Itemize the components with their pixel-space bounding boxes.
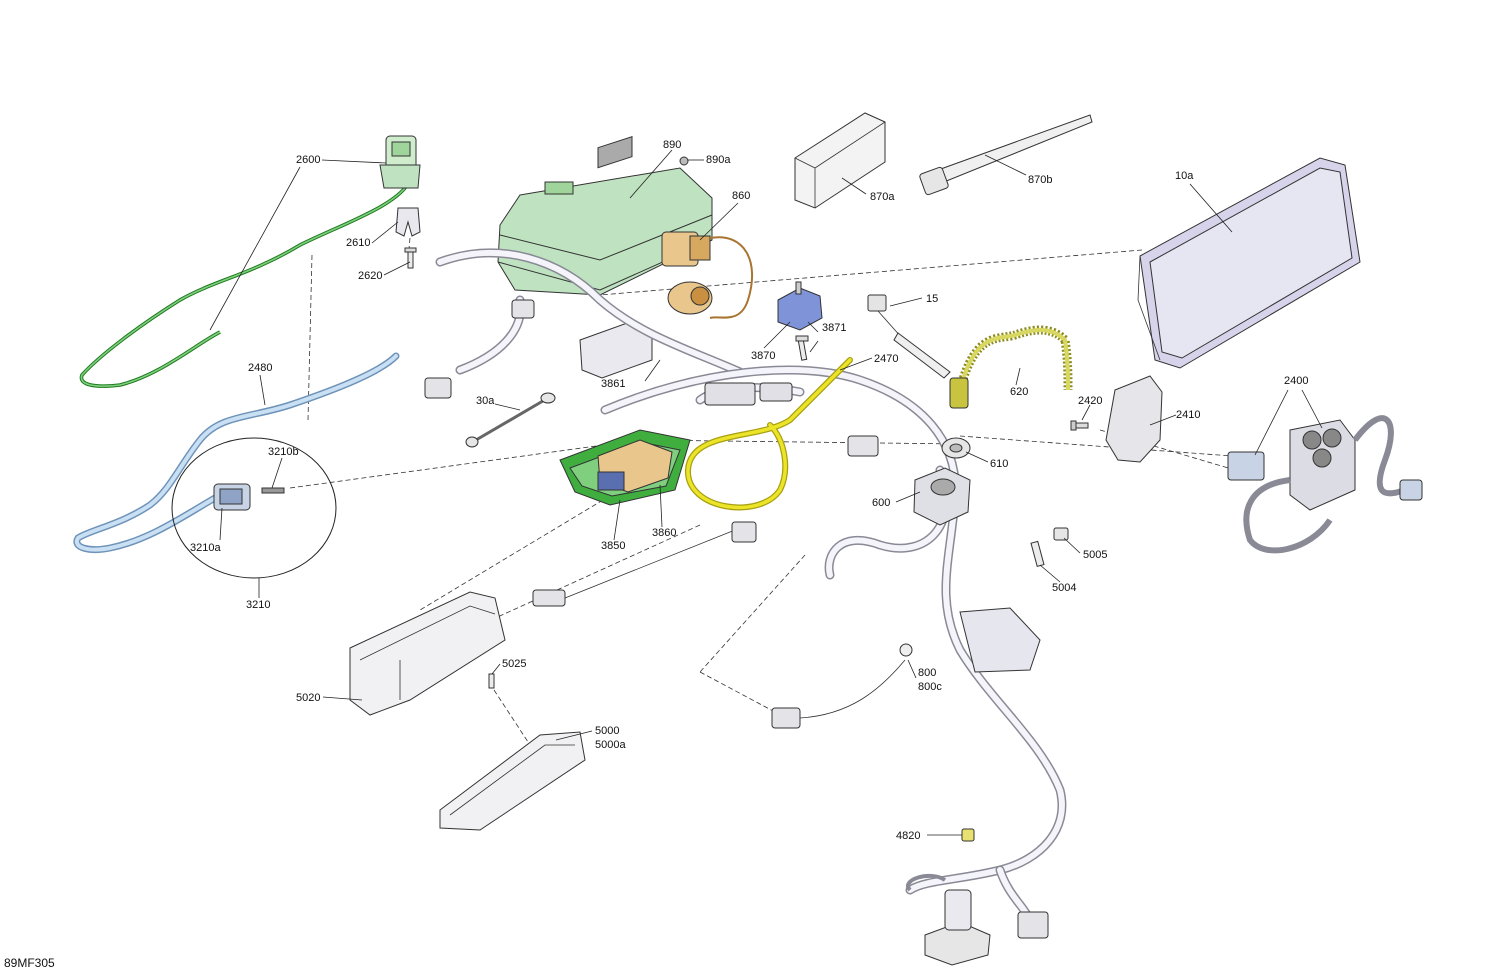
part-3860-block: [597, 439, 673, 493]
label-2410: 2410: [1176, 409, 1200, 421]
label-870b: 870b: [1028, 174, 1052, 186]
association-lines: [289, 237, 1236, 746]
label-860: 860: [732, 190, 750, 202]
label-5025: 5025: [502, 658, 526, 670]
label-620: 620: [1010, 386, 1028, 398]
part-30a-sensor: [465, 392, 556, 448]
label-890a: 890a: [706, 154, 731, 166]
part-5025-screw: [488, 673, 495, 689]
label-5020: 5020: [296, 692, 320, 704]
part-620-coiled-wire: [949, 325, 1073, 409]
part-2470-yellow-wire: [684, 357, 853, 511]
part-870b-cable-tie: [919, 114, 1093, 196]
harness-connectors: [424, 299, 1049, 939]
label-3861: 3861: [601, 378, 625, 390]
label-800c: 800c: [918, 681, 942, 693]
label-5004: 5004: [1052, 582, 1076, 594]
part-870a-foam-block: [794, 112, 886, 209]
part-860-connector: [661, 231, 753, 319]
part-2400-switch: [1227, 415, 1423, 554]
label-2610: 2610: [346, 237, 370, 249]
label-4820: 4820: [896, 830, 920, 842]
part-2620-screw: [404, 247, 417, 269]
label-5005: 5005: [1083, 549, 1107, 561]
label-600: 600: [872, 497, 890, 509]
figure-code: 89MF305: [4, 956, 55, 970]
detail-3210-circle: [171, 437, 337, 579]
label-800: 800: [918, 667, 936, 679]
part-relay: [906, 873, 991, 966]
label-2420: 2420: [1078, 395, 1102, 407]
part-3871-screw: [795, 335, 809, 361]
part-5020-cover: [349, 591, 506, 716]
label-610: 610: [990, 458, 1008, 470]
part-2600-green-wire: [79, 135, 421, 388]
part-labels: 2600 2610 2620 2480 3210b 3210a 3210 890…: [190, 139, 1308, 842]
part-4820-nut: [961, 828, 975, 842]
label-3860: 3860: [652, 527, 676, 539]
part-600-sensor: [913, 467, 971, 526]
label-3871: 3871: [822, 322, 846, 334]
label-2470: 2470: [874, 353, 898, 365]
part-2610-clip: [395, 207, 421, 237]
label-5000: 5000: [595, 725, 619, 737]
label-10a: 10a: [1175, 170, 1194, 182]
label-5000a: 5000a: [595, 739, 626, 751]
part-5004-bolt: [1030, 540, 1045, 567]
label-15: 15: [926, 293, 938, 305]
label-30a: 30a: [476, 395, 495, 407]
part-3870-sensor: [777, 281, 823, 331]
label-3210: 3210: [246, 599, 270, 611]
label-2620: 2620: [358, 270, 382, 282]
leader-lines: [209, 149, 1323, 836]
part-2410-cover: [1105, 375, 1163, 463]
label-3210b: 3210b: [268, 446, 299, 458]
label-3870: 3870: [751, 350, 775, 362]
label-870a: 870a: [870, 191, 895, 203]
label-2400: 2400: [1284, 375, 1308, 387]
part-5000-housing: [439, 731, 586, 831]
label-3850: 3850: [601, 540, 625, 552]
label-2600: 2600: [296, 154, 320, 166]
part-2420-screw: [1070, 420, 1089, 431]
part-10a-display: [1137, 157, 1361, 369]
part-2480-blue-wire: [73, 352, 400, 554]
part-890a-screw: [679, 156, 689, 166]
label-3210a: 3210a: [190, 542, 221, 554]
part-15-connector: [867, 294, 951, 379]
label-890: 890: [663, 139, 681, 151]
part-610-grommet: [941, 437, 971, 459]
part-5005-bolt: [1053, 527, 1069, 541]
label-2480: 2480: [248, 362, 272, 374]
